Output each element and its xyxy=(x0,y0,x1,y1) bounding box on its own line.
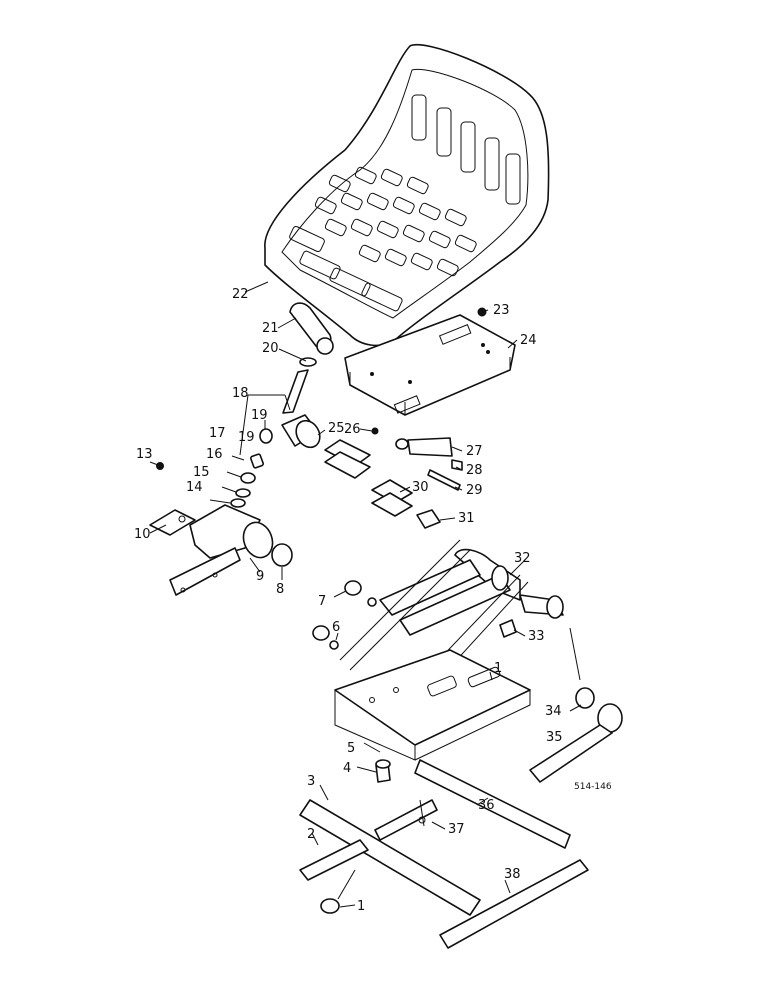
callout-28: 27 xyxy=(466,444,483,459)
callout-labels: 22 21 20 23 24 18 19 25 26 27 28 29 30 3… xyxy=(134,287,612,914)
knob-housing-part xyxy=(259,414,321,449)
callout-4: 4 xyxy=(343,761,351,776)
callout-2: 2 xyxy=(307,827,315,842)
callout-5: 5 xyxy=(347,741,355,756)
shock-absorber-part xyxy=(371,427,463,491)
callout-22: 21 xyxy=(262,321,279,336)
callout-35: 34 xyxy=(545,704,562,719)
callout-32: 31 xyxy=(458,511,475,526)
callout-38: 37 xyxy=(448,822,465,837)
seat-back-slots xyxy=(411,94,521,205)
callout-8: 8 xyxy=(276,582,284,597)
scissor-mechanism-part xyxy=(339,539,564,701)
callout-1-lower: 1 xyxy=(357,899,365,914)
end-cap-part xyxy=(320,869,356,914)
callout-17: 17 xyxy=(209,426,226,441)
adjuster-handle-part xyxy=(282,302,334,414)
callout-25: 24 xyxy=(520,333,537,348)
callout-6: 6 xyxy=(332,620,340,635)
callout-13: 13 xyxy=(136,447,153,462)
callout-7: 7 xyxy=(318,594,326,609)
callout-15: 15 xyxy=(193,465,210,480)
callout-18: 18 xyxy=(232,386,249,401)
callout-21: 20 xyxy=(262,341,279,356)
callout-29: 28 xyxy=(466,463,483,478)
callout-23: 22 xyxy=(232,287,249,302)
reference-code: 514-146 xyxy=(574,782,612,792)
callout-14: 14 xyxy=(186,480,203,495)
callout-9: 9 xyxy=(256,569,264,584)
callout-1-upper: 1 xyxy=(494,661,502,676)
callout-24: 23 xyxy=(493,303,510,318)
callout-26: 25 xyxy=(328,421,345,436)
callout-34: 33 xyxy=(528,629,545,644)
callout-27: 26 xyxy=(344,422,361,437)
callout-10: 10 xyxy=(134,527,151,542)
crank-handle-part xyxy=(529,687,623,783)
callout-19: 19 xyxy=(238,430,255,445)
callout-33: 32 xyxy=(514,551,531,566)
leader-lines xyxy=(149,281,582,908)
callout-16: 16 xyxy=(206,447,223,462)
spacer-parts xyxy=(156,453,264,508)
base-plate-part xyxy=(334,649,531,761)
callout-31: 30 xyxy=(412,480,429,495)
pivot-bracket-part xyxy=(149,504,293,596)
callout-3: 3 xyxy=(307,774,315,789)
seat-cushion-grid xyxy=(289,166,477,312)
callout-37: 36 xyxy=(478,798,495,813)
damper-pads-part xyxy=(324,439,441,529)
top-mounting-plate-part xyxy=(344,314,516,416)
seat-pan-part xyxy=(264,44,550,347)
callout-39: 38 xyxy=(504,867,521,882)
callout-20: 19 xyxy=(251,408,268,423)
rubber-foot-part xyxy=(375,759,391,783)
callout-36: 35 xyxy=(546,730,563,745)
slide-rails-part xyxy=(299,759,589,949)
callout-30: 29 xyxy=(466,483,483,498)
nut-parts xyxy=(312,580,377,650)
